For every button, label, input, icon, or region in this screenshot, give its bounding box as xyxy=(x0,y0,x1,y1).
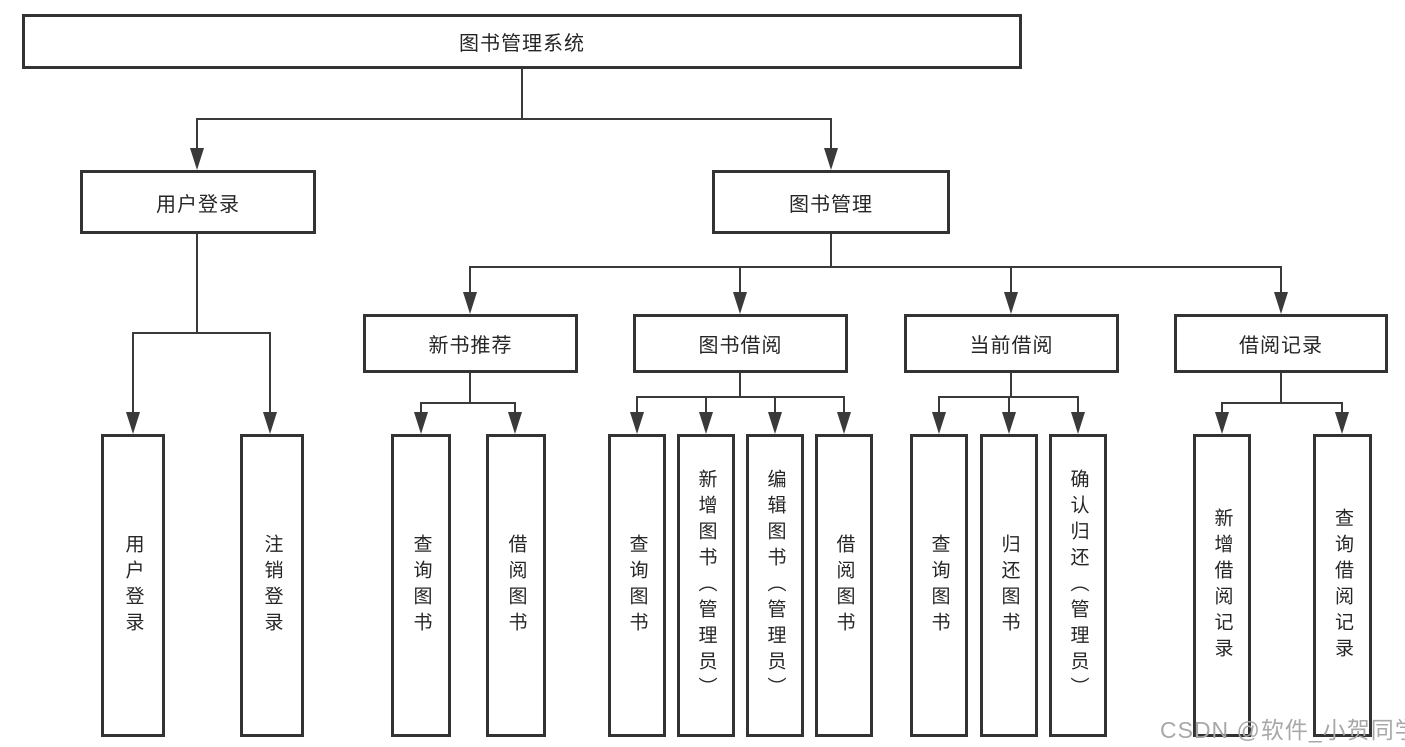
connector-leaf-stem xyxy=(843,396,845,414)
arrow-down-icon xyxy=(1215,412,1229,434)
connector-rec-branch xyxy=(420,402,516,404)
connector-book-mgmt-stem xyxy=(830,118,832,150)
connector-user-subtree-branch xyxy=(132,332,271,334)
connector-root-stem xyxy=(521,69,523,119)
leaf-query-books-current: 查询图书 xyxy=(910,434,968,737)
arrow-down-icon xyxy=(699,412,713,434)
leaf-label: 借阅图书 xyxy=(505,533,527,638)
connector-borrow-stem xyxy=(739,373,741,398)
connector-leaf-stem xyxy=(1341,402,1343,416)
arrow-down-icon xyxy=(768,412,782,434)
node-borrowing-records: 借阅记录 xyxy=(1174,314,1388,373)
connector-leaf-stem xyxy=(636,396,638,414)
node-book-management: 图书管理 xyxy=(712,170,950,234)
connector-root-branch xyxy=(196,118,832,120)
arrow-down-icon xyxy=(1335,412,1349,434)
leaf-query-books-borrowing: 查询图书 xyxy=(608,434,666,737)
arrow-down-icon xyxy=(1274,292,1288,314)
connector-leaf-stem xyxy=(1077,396,1079,414)
leaf-edit-book-admin: 编辑图书（管理员） xyxy=(746,434,804,737)
leaf-logout: 注销登录 xyxy=(240,434,304,737)
node-book-borrowing: 图书借阅 xyxy=(633,314,848,373)
connector-borrow-branch xyxy=(636,396,845,398)
arrow-down-icon xyxy=(263,412,277,434)
arrow-down-icon xyxy=(837,412,851,434)
arrow-down-icon xyxy=(463,292,477,314)
leaf-label: 查询图书 xyxy=(410,533,432,638)
connector-records-stem xyxy=(1280,373,1282,404)
leaf-label: 查询图书 xyxy=(626,533,648,638)
leaf-confirm-return-admin: 确认归还（管理员） xyxy=(1049,434,1107,737)
connector-leaf-stem xyxy=(938,396,940,414)
connector-level3-stem xyxy=(1010,266,1012,294)
leaf-user-login: 用户登录 xyxy=(101,434,165,737)
arrow-down-icon xyxy=(414,412,428,434)
connector-leaf-stem xyxy=(420,402,422,416)
leaf-label: 确认归还（管理员） xyxy=(1067,468,1089,703)
node-library-management-system: 图书管理系统 xyxy=(22,14,1022,69)
leaf-query-borrow-record: 查询借阅记录 xyxy=(1313,434,1372,737)
connector-records-branch xyxy=(1221,402,1343,404)
leaf-label: 注销登录 xyxy=(261,533,283,638)
arrow-down-icon xyxy=(932,412,946,434)
connector-leaf-stem xyxy=(774,396,776,414)
arrow-down-icon xyxy=(126,412,140,434)
node-current-borrowing: 当前借阅 xyxy=(904,314,1119,373)
csdn-watermark: CSDN @软件_小贺同学 xyxy=(1160,717,1405,743)
arrow-down-icon xyxy=(1004,292,1018,314)
connector-user-subtree-stem xyxy=(196,234,198,334)
connector-level3-stem xyxy=(469,266,471,294)
leaf-label: 查询借阅记录 xyxy=(1332,507,1353,664)
connector-current-stem xyxy=(1010,373,1012,398)
connector-rec-stem xyxy=(469,373,471,404)
leaf-label: 新增图书（管理员） xyxy=(695,468,717,703)
leaf-add-book-admin: 新增图书（管理员） xyxy=(677,434,735,737)
connector-mgmt-subtree-stem xyxy=(830,234,832,268)
node-user-login: 用户登录 xyxy=(80,170,316,234)
arrow-down-icon xyxy=(1002,412,1016,434)
connector-level3-stem xyxy=(1280,266,1282,294)
leaf-add-borrow-record: 新增借阅记录 xyxy=(1193,434,1251,737)
leaf-borrow-books-recommend: 借阅图书 xyxy=(486,434,546,737)
leaf-label: 借阅图书 xyxy=(833,533,855,638)
leaf-return-book: 归还图书 xyxy=(980,434,1038,737)
arrow-down-icon xyxy=(733,292,747,314)
leaf-label: 新增借阅记录 xyxy=(1211,507,1233,664)
connector-leaf-stem xyxy=(1221,402,1223,416)
leaf-query-books-recommend: 查询图书 xyxy=(391,434,451,737)
connector-user-login-stem xyxy=(196,118,198,150)
arrow-down-icon xyxy=(190,148,204,170)
leaf-label: 归还图书 xyxy=(998,533,1020,638)
leaf-label: 用户登录 xyxy=(122,533,144,638)
connector-leaf-stem xyxy=(514,402,516,416)
leaf-borrow-books-borrowing: 借阅图书 xyxy=(815,434,873,737)
connector-leaf-stem xyxy=(269,332,271,414)
arrow-down-icon xyxy=(824,148,838,170)
connector-leaf-stem xyxy=(132,332,134,414)
connector-leaf-stem xyxy=(1008,396,1010,414)
node-new-book-recommendation: 新书推荐 xyxy=(363,314,578,373)
connector-level3-stem xyxy=(739,266,741,294)
connector-leaf-stem xyxy=(705,396,707,414)
leaf-label: 查询图书 xyxy=(928,533,950,638)
arrow-down-icon xyxy=(1071,412,1085,434)
arrow-down-icon xyxy=(630,412,644,434)
connector-mgmt-subtree-branch xyxy=(469,266,1282,268)
leaf-label: 编辑图书（管理员） xyxy=(764,468,786,703)
arrow-down-icon xyxy=(508,412,522,434)
